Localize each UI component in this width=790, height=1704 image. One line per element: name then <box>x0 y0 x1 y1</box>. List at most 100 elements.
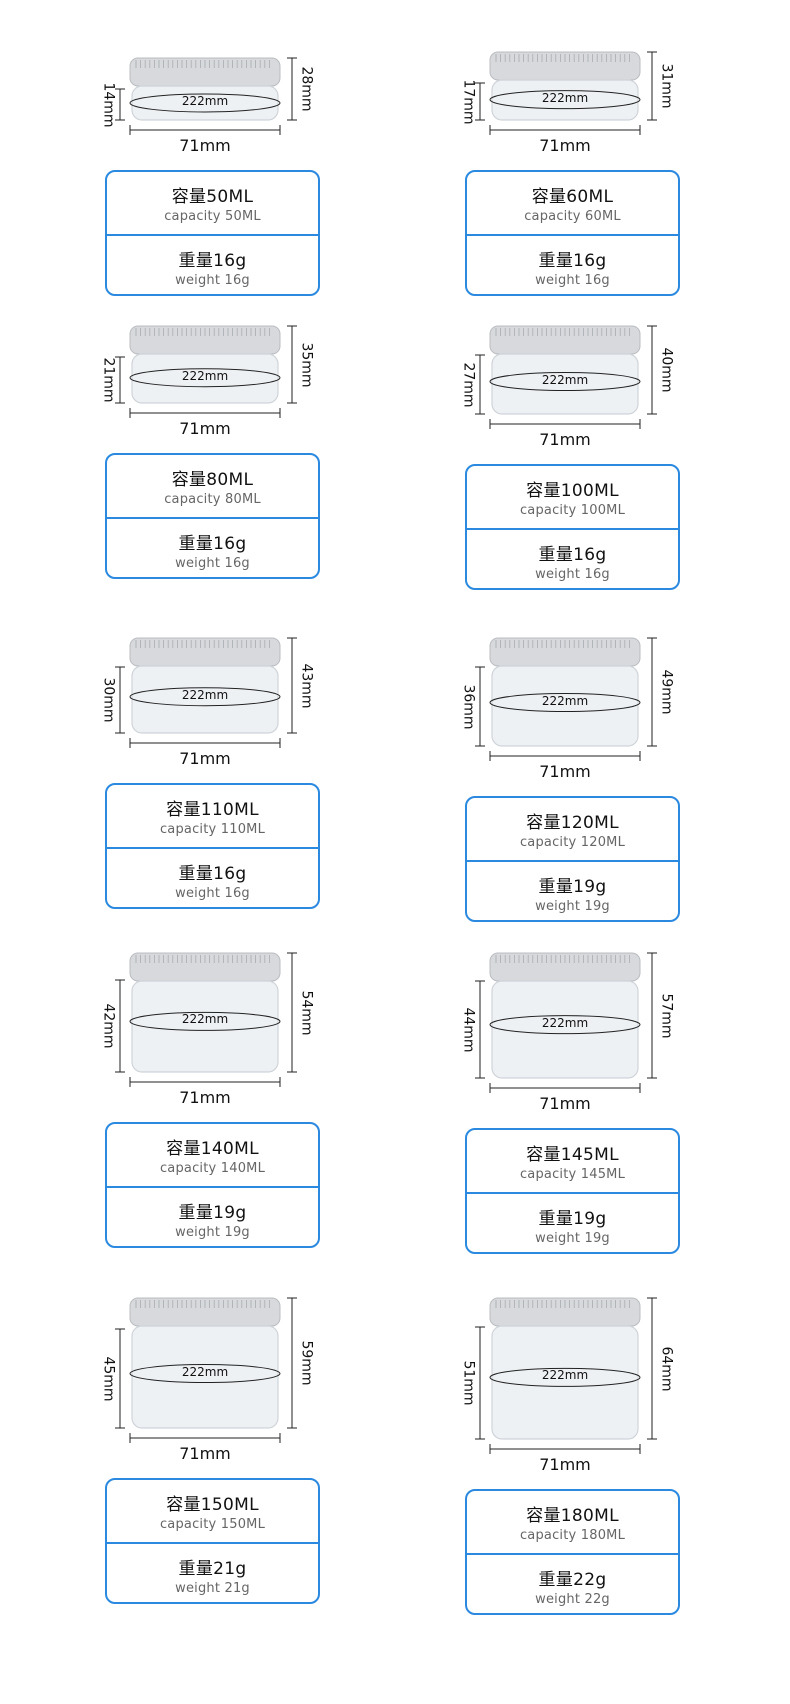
capacity-zh: 容量60ML <box>531 187 614 207</box>
capacity-section: 容量100ML capacity 100ML <box>467 466 678 528</box>
height-label: 40mm <box>658 347 675 393</box>
circumference-label: 222mm <box>181 1364 229 1379</box>
capacity-section: 容量120ML capacity 120ML <box>467 798 678 860</box>
jar-body <box>131 353 279 404</box>
product-card: 222mm 71mm 31mm 17mm 容量60ML capacity 60ML 重… <box>360 40 755 320</box>
spec-box: 容量120ML capacity 120ML 重量19g weight 19g <box>465 796 680 922</box>
spec-box: 容量50ML capacity 50ML 重量16g weight 16g <box>105 170 320 296</box>
width-label: 71mm <box>179 1088 231 1107</box>
spec-box: 容量110ML capacity 110ML 重量16g weight 16g <box>105 783 320 909</box>
spec-box: 容量150ML capacity 150ML 重量21g weight 21g <box>105 1478 320 1604</box>
weight-en: weight 16g <box>175 273 250 288</box>
height-label: 57mm <box>658 992 675 1039</box>
capacity-section: 容量80ML capacity 80ML <box>107 455 318 517</box>
capacity-en: capacity 120ML <box>519 835 626 850</box>
capacity-en: capacity 60ML <box>524 209 621 224</box>
body-height-label: 51mm <box>460 1360 477 1406</box>
weight-section: 重量16g weight 16g <box>467 528 678 592</box>
width-label: 71mm <box>179 1444 231 1463</box>
body-height-label: 42mm <box>100 1003 117 1049</box>
circumference-label: 222mm <box>541 693 589 708</box>
spec-box: 容量180ML capacity 180ML 重量22g weight 22g <box>465 1489 680 1615</box>
jar-body <box>491 980 639 1079</box>
weight-en: weight 19g <box>175 1225 250 1240</box>
weight-en: weight 16g <box>535 567 610 582</box>
capacity-en: capacity 140ML <box>159 1161 266 1176</box>
weight-zh: 重量16g <box>178 534 247 554</box>
circumference-label: 222mm <box>181 93 229 108</box>
weight-zh: 重量16g <box>538 251 607 271</box>
width-label: 71mm <box>179 136 231 155</box>
capacity-section: 容量145ML capacity 145ML <box>467 1130 678 1192</box>
weight-en: weight 16g <box>175 886 250 901</box>
circumference-label: 222mm <box>181 368 229 383</box>
weight-zh: 重量16g <box>178 251 247 271</box>
body-height-label: 17mm <box>460 78 477 125</box>
weight-section: 重量16g weight 16g <box>467 234 678 298</box>
height-label: 31mm <box>658 63 675 109</box>
spec-box: 容量100ML capacity 100ML 重量16g weight 16g <box>465 464 680 590</box>
weight-section: 重量16g weight 16g <box>107 847 318 911</box>
weight-zh: 重量16g <box>538 545 607 565</box>
capacity-en: capacity 100ML <box>519 503 626 518</box>
circumference-label: 222mm <box>541 1015 589 1030</box>
body-height-label: 30mm <box>100 677 117 723</box>
capacity-en: capacity 145ML <box>519 1167 626 1182</box>
jar-illustration <box>475 637 657 761</box>
weight-section: 重量19g weight 19g <box>107 1186 318 1250</box>
body-height-label: 27mm <box>460 361 477 408</box>
circumference-label: 222mm <box>181 687 229 702</box>
jar-body <box>491 1325 639 1440</box>
jar-illustration <box>475 325 657 429</box>
circumference-label: 222mm <box>181 1012 229 1027</box>
weight-section: 重量19g weight 19g <box>467 1192 678 1256</box>
weight-en: weight 22g <box>535 1592 610 1607</box>
height-label: 64mm <box>658 1345 675 1392</box>
circumference-label: 222mm <box>541 90 589 105</box>
jar-illustration <box>475 51 657 135</box>
circumference-ellipse <box>129 1011 281 1031</box>
product-card: 222mm 71mm 54mm 42mm 容量140ML capacity 140ML… <box>0 945 395 1248</box>
weight-zh: 重量19g <box>538 877 607 897</box>
circumference-label: 222mm <box>541 372 589 387</box>
circumference-ellipse <box>129 368 281 388</box>
height-label: 54mm <box>298 989 315 1036</box>
jar-body <box>131 665 279 734</box>
capacity-zh: 容量145ML <box>526 1145 619 1165</box>
jar-illustration <box>115 637 297 748</box>
width-label: 71mm <box>539 136 591 155</box>
capacity-zh: 容量50ML <box>171 187 254 207</box>
weight-en: weight 16g <box>175 556 250 571</box>
height-label: 43mm <box>298 662 315 709</box>
capacity-zh: 容量180ML <box>526 1506 619 1526</box>
weight-zh: 重量19g <box>538 1209 607 1229</box>
jar-illustration <box>115 57 297 135</box>
circumference-ellipse <box>129 1364 281 1384</box>
capacity-en: capacity 50ML <box>164 209 261 224</box>
body-height-label: 44mm <box>460 1006 477 1053</box>
spec-box: 容量60ML capacity 60ML 重量16g weight 16g <box>465 170 680 296</box>
jar-illustration <box>115 1297 297 1443</box>
circumference-ellipse <box>489 1367 641 1387</box>
capacity-section: 容量150ML capacity 150ML <box>107 1480 318 1542</box>
width-label: 71mm <box>539 1094 591 1113</box>
jar-body <box>131 85 279 121</box>
weight-section: 重量16g weight 16g <box>107 517 318 581</box>
body-height-label: 21mm <box>100 357 117 403</box>
capacity-en: capacity 110ML <box>159 822 266 837</box>
height-label: 28mm <box>298 66 315 112</box>
weight-zh: 重量22g <box>538 1570 607 1590</box>
spec-box: 容量145ML capacity 145ML 重量19g weight 19g <box>465 1128 680 1254</box>
weight-zh: 重量16g <box>178 864 247 884</box>
body-height-label: 36mm <box>460 683 477 730</box>
capacity-zh: 容量80ML <box>171 470 254 490</box>
weight-en: weight 19g <box>535 1231 610 1246</box>
capacity-en: capacity 150ML <box>159 1517 266 1532</box>
capacity-zh: 容量140ML <box>166 1139 259 1159</box>
